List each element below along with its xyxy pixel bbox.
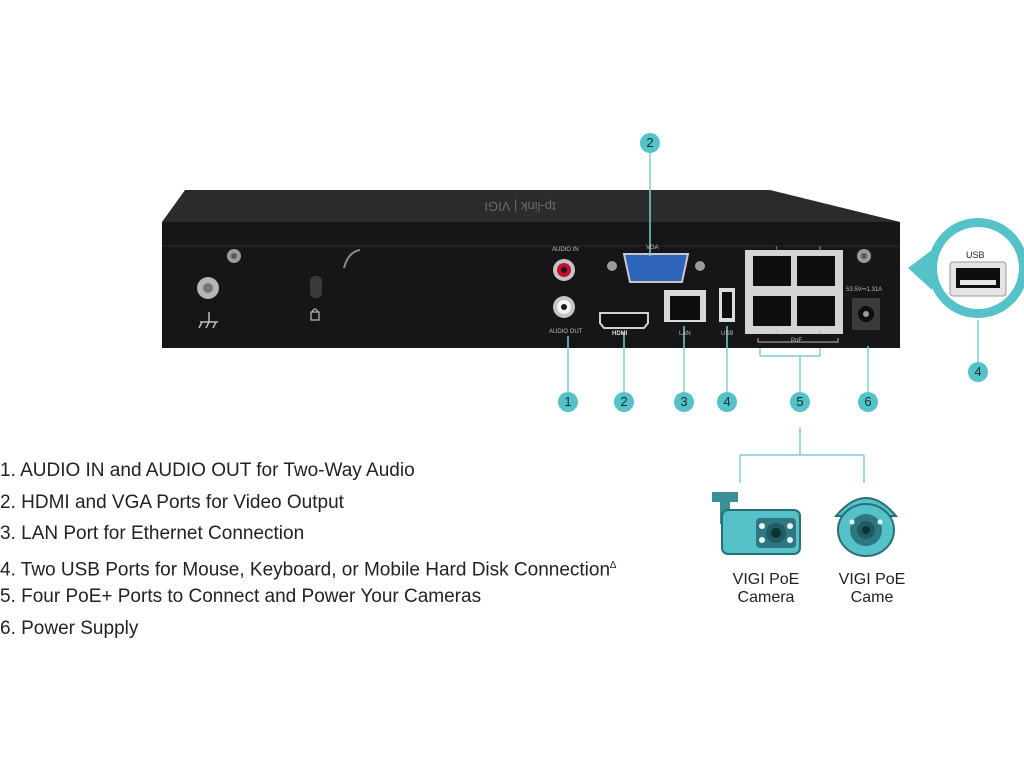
legend-item-audio: 1. AUDIO IN and AUDIO OUT for Two-Way Au…	[0, 460, 415, 481]
legend-item-power: 6. Power Supply	[0, 617, 139, 639]
lock-icon	[310, 308, 320, 321]
callout-badge-4-zoom: 4	[968, 362, 988, 382]
hdmi-port	[599, 312, 649, 329]
usb-zoom-label: USB	[966, 250, 985, 260]
callout-badge-6: 6	[858, 392, 878, 412]
kensington-lock-slot	[310, 276, 322, 298]
legend-item-lan: 3. LAN Port for Ethernet Connection	[0, 523, 305, 544]
turret-camera-label: VIGI PoE Came	[838, 571, 906, 606]
legend-item-usb: 4. Two USB Ports for Mouse, Keyboard, or…	[0, 558, 617, 580]
port-3-label: 3	[818, 247, 822, 253]
lan-label: LAN	[679, 331, 691, 337]
device-top-panel	[162, 190, 900, 222]
power-rating-label: 53.5V⎓1.31A	[846, 287, 883, 293]
port-1-label: 1	[775, 247, 779, 253]
port-4-label: 4	[818, 330, 822, 336]
legend-item-poe: 5. Four PoE+ Ports to Connect and Power …	[0, 586, 482, 607]
ground-symbol-icon	[198, 312, 218, 329]
callout-badge-3: 3	[674, 392, 694, 412]
legend-footnote-mark: ∆	[610, 559, 617, 571]
callout-badge-4: 4	[717, 392, 737, 412]
usb-label: USB	[721, 331, 734, 337]
vga-label: VGA	[646, 245, 659, 251]
port-2-label: 2	[775, 330, 779, 336]
callout-badge-5: 5	[790, 392, 810, 412]
callout-badge-2: 2	[614, 392, 634, 412]
callout-badge-2-top: 2	[640, 133, 660, 153]
audio-in-label: AUDIO IN	[552, 247, 579, 253]
camera-connection-lines	[739, 427, 865, 483]
audio-out-label: AUDIO OUT	[549, 329, 583, 335]
hdmi-label: HDMI	[612, 331, 628, 337]
nvr-device-illustration: tp-link | VIGI	[162, 153, 979, 392]
feature-legend-list: 1. AUDIO IN and AUDIO OUT for Two-Way Au…	[0, 455, 616, 644]
bullet-camera-label: VIGI PoE Camera	[732, 571, 800, 606]
callout-badge-1: 1	[558, 392, 578, 412]
usb-zoom-callout	[908, 218, 1024, 318]
poe-label: PoE	[791, 338, 803, 344]
vga-port	[622, 253, 690, 283]
brand-logo: tp-link | VIGI	[484, 199, 555, 214]
bullet-camera-icon	[712, 492, 801, 555]
legend-item-video: 2. HDMI and VGA Ports for Video Output	[0, 491, 344, 513]
turret-camera-icon	[833, 497, 899, 557]
